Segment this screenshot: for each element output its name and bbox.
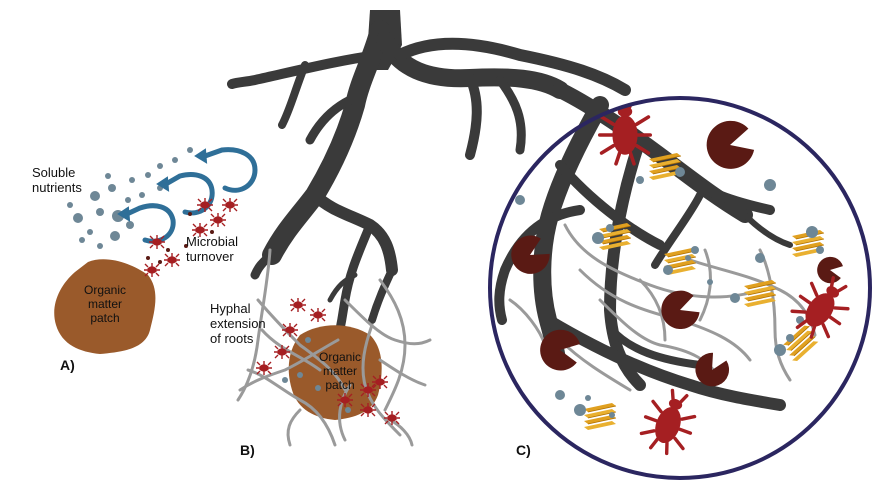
hyphal-extension-line-2: extension bbox=[210, 316, 266, 331]
organic-matter-a-line-3: patch bbox=[90, 311, 120, 325]
panel-b-organic-matter-patch bbox=[288, 325, 382, 420]
swirl-arrows bbox=[117, 147, 258, 244]
nutrient-dots-c bbox=[515, 167, 824, 418]
hyphal-extension-line-1: Hyphal bbox=[210, 301, 251, 316]
panel-a-label: A) bbox=[60, 357, 75, 373]
hyphal-extension-line-3: of roots bbox=[210, 331, 254, 346]
magnified-circle bbox=[488, 96, 872, 480]
soluble-nutrients-line-1: Soluble bbox=[32, 165, 76, 180]
microbial-turnover-label: Microbial turnover bbox=[186, 234, 238, 264]
microbial-turnover-line-2: turnover bbox=[186, 249, 234, 264]
hyphal-extension-label: Hyphal extension of roots bbox=[210, 301, 266, 346]
organic-matter-label-b: Organic matter patch bbox=[305, 350, 375, 392]
panel-a-organic-matter-patch bbox=[54, 259, 156, 354]
nutrient-dots-a bbox=[67, 147, 193, 249]
panel-c-label: C) bbox=[516, 442, 531, 458]
soluble-nutrients-line-2: nutrients bbox=[32, 180, 82, 195]
organic-matter-a-line-2: matter bbox=[87, 297, 122, 311]
organic-matter-b-line-2: matter bbox=[322, 364, 357, 378]
organic-matter-b-line-1: Organic bbox=[318, 350, 362, 364]
microbial-turnover-line-1: Microbial bbox=[186, 234, 239, 249]
panel-b-label: B) bbox=[240, 442, 255, 458]
organic-matter-a-line-1: Organic bbox=[83, 283, 127, 297]
organic-matter-label-a: Organic matter patch bbox=[70, 283, 140, 325]
organic-matter-b-line-3: patch bbox=[325, 378, 355, 392]
soluble-nutrients-label: Soluble nutrients bbox=[32, 165, 82, 195]
